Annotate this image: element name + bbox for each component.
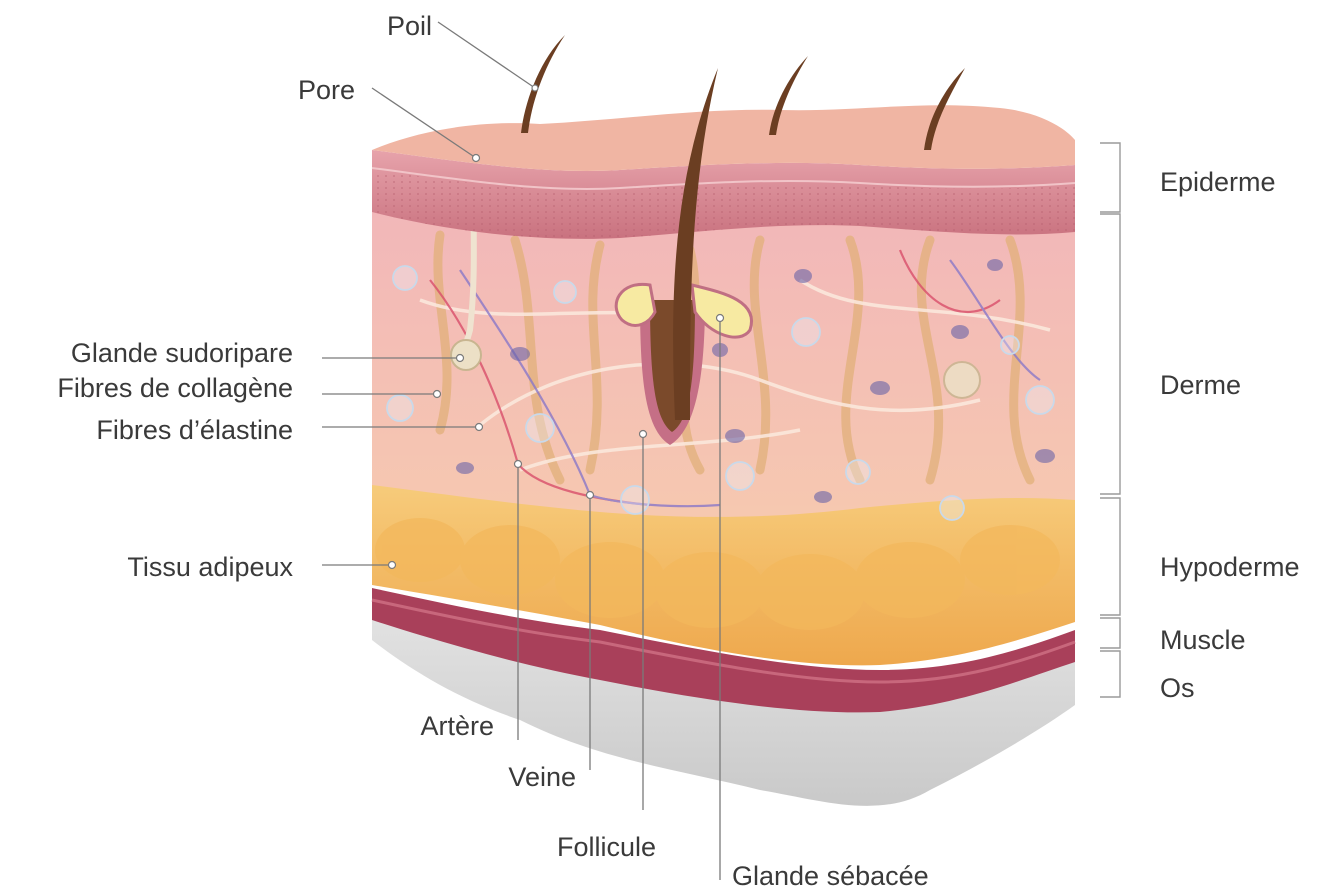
layer-brackets: [1100, 143, 1120, 697]
label-glande-sebacee: Glande sébacée: [732, 861, 929, 891]
label-fibres-elastine: Fibres d’élastine: [96, 415, 293, 445]
label-poil: Poil: [387, 11, 432, 41]
label-tissu-adipeux: Tissu adipeux: [127, 552, 293, 582]
label-veine: Veine: [508, 762, 576, 792]
sweat-gland: [451, 340, 481, 370]
label-artere: Artère: [420, 711, 494, 741]
label-glande-sudoripare: Glande sudoripare: [71, 338, 293, 368]
label-derme: Derme: [1160, 370, 1241, 400]
label-os: Os: [1160, 673, 1195, 703]
sebaceous-gland: [616, 284, 655, 325]
label-pore: Pore: [298, 75, 355, 105]
label-epiderme: Epiderme: [1160, 167, 1276, 197]
label-muscle: Muscle: [1160, 625, 1246, 655]
skin-block: [372, 35, 1075, 806]
label-fibres-collagene: Fibres de collagène: [57, 373, 293, 403]
label-follicule: Follicule: [557, 832, 656, 862]
label-hypoderme: Hypoderme: [1160, 552, 1300, 582]
